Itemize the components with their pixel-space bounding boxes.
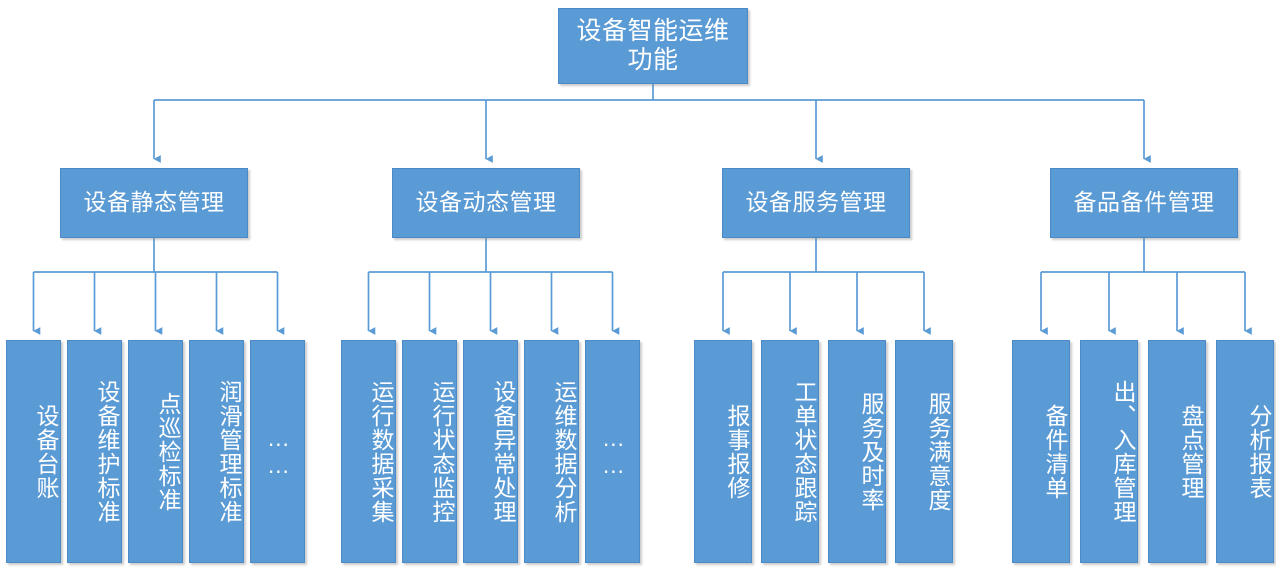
branch-node-设备服务管理[interactable]: 设备服务管理 [722, 168, 910, 238]
leaf-node-运行状态监控[interactable]: 运行状态监控 [402, 340, 457, 563]
branch-node-备品备件管理[interactable]: 备品备件管理 [1050, 168, 1238, 238]
root-node-设备智能运维功能[interactable]: 设备智能运维功能 [558, 8, 748, 84]
leaf-node-运维数据分析[interactable]: 运维数据分析 [524, 340, 579, 563]
leaf-node-运行数据采集[interactable]: 运行数据采集 [341, 340, 396, 563]
leaf-node-盘点管理[interactable]: 盘点管理 [1148, 340, 1206, 563]
leaf-node-备件清单[interactable]: 备件清单 [1012, 340, 1070, 563]
leaf-node-设备异常处理[interactable]: 设备异常处理 [463, 340, 518, 563]
leaf-node-出-入库管理[interactable]: 出、入库管理 [1080, 340, 1138, 563]
branch-node-设备动态管理[interactable]: 设备动态管理 [392, 168, 580, 238]
leaf-node-设备维护标准[interactable]: 设备维护标准 [67, 340, 122, 563]
leaf-node-分析报表[interactable]: 分析报表 [1216, 340, 1274, 563]
leaf-node-设备台账[interactable]: 设备台账 [6, 340, 61, 563]
leaf-node-服务满意度[interactable]: 服务满意度 [895, 340, 953, 563]
leaf-node-工单状态跟踪[interactable]: 工单状态跟踪 [761, 340, 819, 563]
leaf-node-ellipsis-1[interactable]: …… [585, 340, 640, 563]
branch-node-设备静态管理[interactable]: 设备静态管理 [60, 168, 248, 238]
leaf-node-润滑管理标准[interactable]: 润滑管理标准 [189, 340, 244, 563]
leaf-node-ellipsis-0[interactable]: …… [250, 340, 305, 563]
leaf-node-服务及时率[interactable]: 服务及时率 [828, 340, 886, 563]
leaf-node-报事报修[interactable]: 报事报修 [694, 340, 752, 563]
leaf-node-点巡检标准[interactable]: 点巡检标准 [128, 340, 183, 563]
